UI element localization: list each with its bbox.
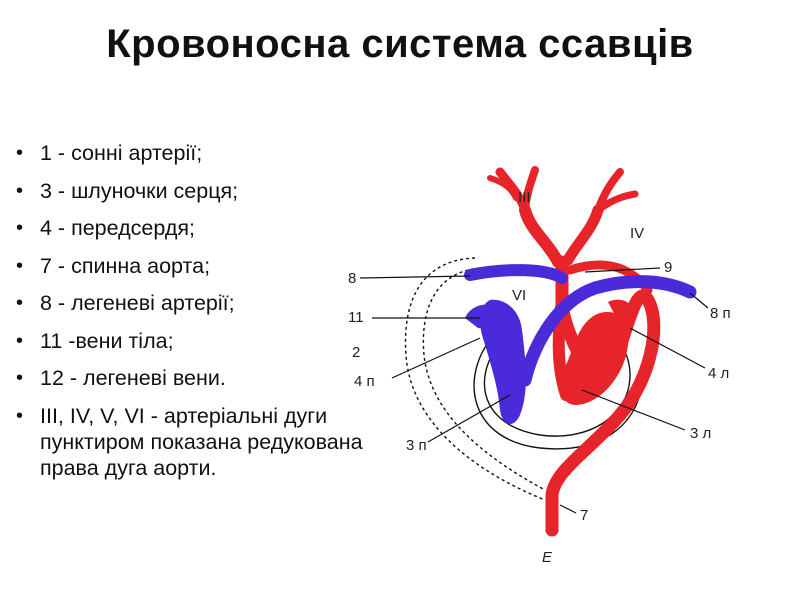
leader-3l [581, 389, 686, 431]
list-item: 12 - легеневі вени. [14, 365, 374, 391]
label-11: 11 [348, 309, 364, 326]
label-E: E [542, 549, 553, 566]
list-item: 3 - шлуночки серця; [14, 178, 374, 204]
carotid-branch-left-b [521, 166, 539, 216]
carotid-branch-left-c [487, 175, 519, 201]
label-4l: 4 л [708, 365, 729, 382]
label-7: 7 [580, 507, 588, 524]
label-8: 8 [348, 270, 356, 287]
leader-lines [359, 267, 709, 514]
list-item: 4 - передсердя; [14, 215, 374, 241]
label-2: 2 [352, 344, 360, 361]
circulatory-diagram: III IV VI 8 9 11 2 8 п 4 п 4 л 3 л 3 п 7… [348, 166, 731, 566]
heart-outline-outer [473, 339, 643, 450]
list-item: 8 - легеневі артерії; [14, 290, 374, 316]
left-ventricle [560, 311, 629, 405]
leader-8p [689, 292, 709, 309]
leader-4l [629, 327, 706, 369]
leader-7 [559, 504, 577, 514]
left-atrium [608, 299, 634, 320]
list-item: 7 - спинна аорта; [14, 253, 374, 279]
label-III: III [518, 189, 531, 206]
label-9: 9 [664, 259, 672, 276]
carotid-branch-right-b [592, 190, 639, 216]
label-VI: VI [512, 287, 526, 304]
list-item: 1 - сонні артерії; [14, 140, 374, 166]
label-8p: 8 п [710, 305, 731, 322]
legend-list: 1 - сонні артерії; 3 - шлуночки серця; 4… [14, 140, 374, 492]
dotted-outline-inner [422, 267, 546, 491]
list-item: 11 -вени тіла; [14, 328, 374, 354]
carotid-artery-left [519, 204, 564, 268]
leader-3p [427, 394, 511, 443]
leader-4p [391, 337, 481, 379]
page-title: Кровоносна система ссавців [106, 22, 694, 66]
leader-8 [359, 275, 471, 279]
veins [464, 264, 697, 387]
carotid-artery-right [562, 204, 604, 266]
pulmonary-artery-left [464, 264, 568, 284]
pulmonary-artery-right [518, 275, 697, 387]
label-3p: 3 п [406, 437, 427, 454]
label-3l: 3 л [690, 425, 711, 442]
list-item: III, IV, V, VI - артеріальні дуги пункти… [14, 403, 374, 481]
label-4p: 4 п [354, 373, 375, 390]
right-ventricle [480, 299, 526, 425]
label-IV: IV [630, 225, 644, 242]
leader-9 [584, 267, 661, 273]
